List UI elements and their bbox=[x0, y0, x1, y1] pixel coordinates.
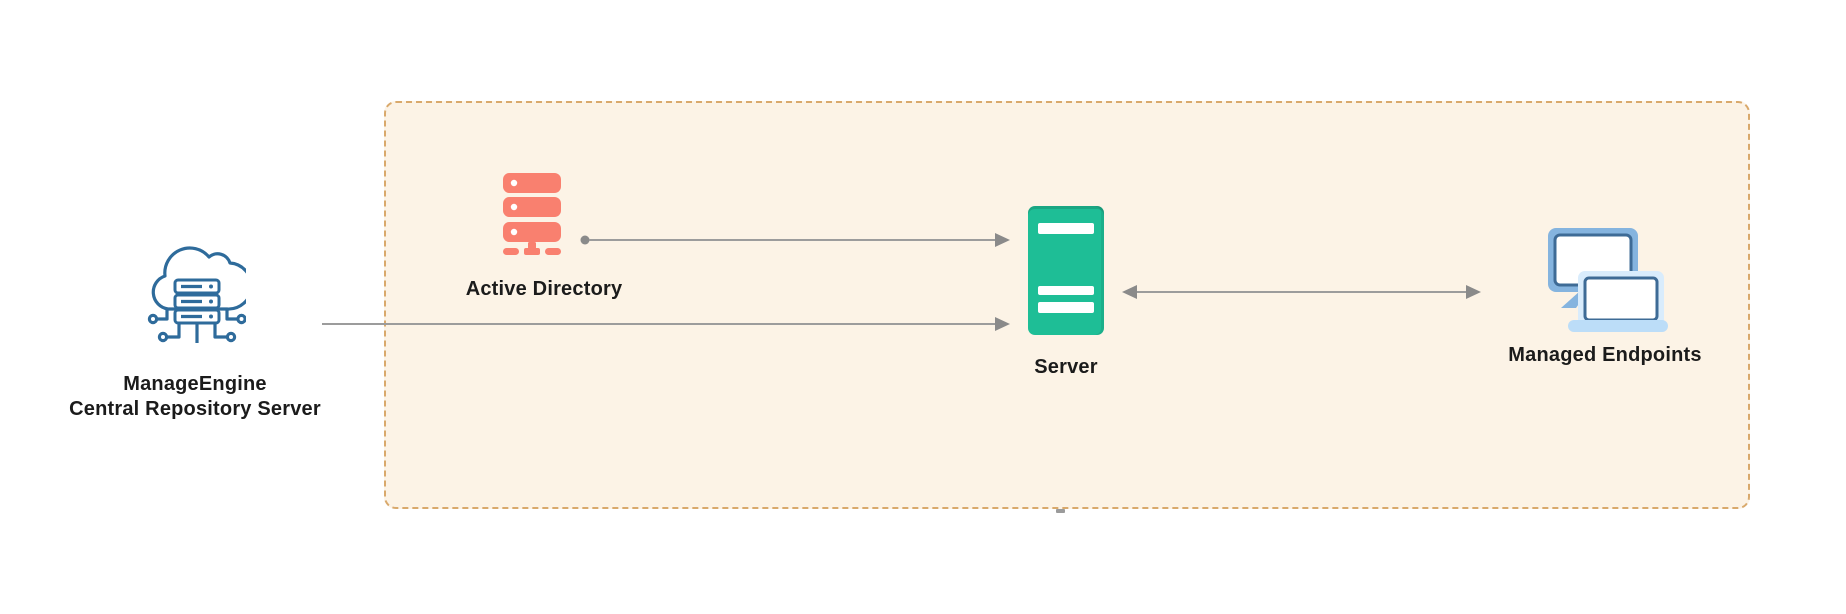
repository-label-line2: Central Repository Server bbox=[69, 398, 321, 420]
server-stack-base bbox=[503, 242, 561, 255]
server-tower-icon bbox=[1028, 206, 1104, 335]
server-label: Server bbox=[1034, 356, 1098, 378]
laptop-icon bbox=[1568, 271, 1668, 332]
server-endpoints-right-arrowhead bbox=[1466, 285, 1481, 299]
ad-to-server-arrowhead bbox=[995, 233, 1010, 247]
active-directory-label: Active Directory bbox=[465, 278, 623, 300]
circuit-traces bbox=[147, 309, 246, 343]
server-stripe bbox=[1038, 223, 1094, 234]
monitor-laptop-icon bbox=[1548, 228, 1668, 332]
gray-tick-mark bbox=[1056, 509, 1065, 513]
repository-to-server-arrowhead bbox=[995, 317, 1010, 331]
repository-label-line1: ManageEngine bbox=[123, 373, 267, 395]
cloud-outline bbox=[151, 246, 246, 311]
managed-endpoints-label: Managed Endpoints bbox=[1508, 344, 1702, 366]
cloud-server-icon bbox=[147, 246, 246, 343]
server-endpoints-left-arrowhead bbox=[1122, 285, 1137, 299]
server-stripe bbox=[1038, 302, 1094, 313]
rack-rows bbox=[173, 278, 221, 325]
server-stripe bbox=[1038, 286, 1094, 295]
repository-label: ManageEngine Central Repository Server bbox=[35, 372, 355, 422]
connector-origin-dot bbox=[580, 235, 590, 245]
server-stack-icon bbox=[503, 173, 561, 255]
